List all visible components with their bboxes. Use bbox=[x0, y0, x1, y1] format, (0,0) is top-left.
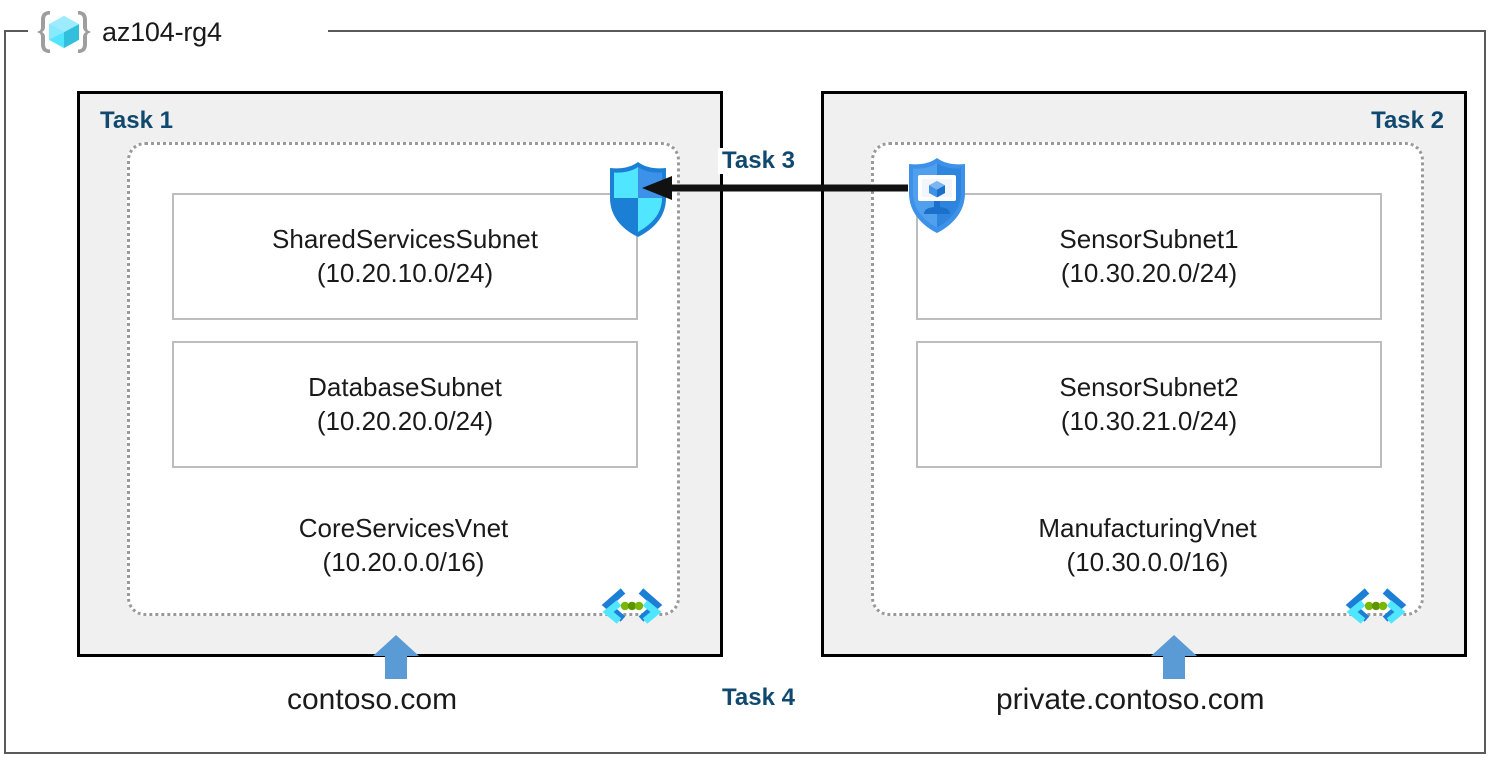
resource-group-name: az104-rg4 bbox=[102, 16, 222, 47]
dns-link-arrow-icon-left bbox=[372, 635, 420, 679]
task-badge-4: Task 4 bbox=[722, 684, 795, 711]
subnet-cidr: (10.30.21.0/24) bbox=[1060, 405, 1238, 436]
panel-task2[interactable]: Task 2 SensorSubnet1 (10.30.20.0/24) Sen… bbox=[821, 91, 1467, 657]
subnet-name: SensorSubnet1 bbox=[1059, 223, 1239, 254]
panel-task1[interactable]: Task 1 SharedServicesSubnet (10.20.10.0/… bbox=[77, 91, 723, 657]
private-dns-zone-icon bbox=[601, 581, 663, 629]
resource-group-frame bbox=[4, 30, 1486, 754]
vnet-name: CoreServicesVnet bbox=[298, 513, 509, 543]
subnet-database[interactable]: DatabaseSubnet (10.20.20.0/24) bbox=[172, 341, 638, 468]
task-badge-2: Task 2 bbox=[1371, 107, 1444, 134]
dns-zone-name-contoso: contoso.com bbox=[287, 683, 458, 716]
resource-group-cube-icon bbox=[36, 8, 92, 56]
resource-group-header: az104-rg4 bbox=[36, 6, 222, 58]
task-badge-3: Task 3 bbox=[718, 147, 799, 175]
subnet-cidr: (10.20.20.0/24) bbox=[316, 405, 494, 436]
vnet-name: ManufacturingVnet bbox=[1038, 513, 1257, 543]
subnet-cidr: (10.30.20.0/24) bbox=[1060, 257, 1238, 288]
subnet-cidr: (10.20.10.0/24) bbox=[316, 257, 494, 288]
bastion-shield-icon[interactable] bbox=[902, 156, 972, 236]
subnet-sensor1[interactable]: SensorSubnet1 (10.30.20.0/24) bbox=[916, 193, 1382, 320]
peering-arrow-icon bbox=[640, 172, 910, 204]
subnet-sharedservices[interactable]: SharedServicesSubnet (10.20.10.0/24) bbox=[172, 193, 638, 320]
subnet-name: SensorSubnet2 bbox=[1059, 371, 1239, 402]
subnet-name: DatabaseSubnet bbox=[308, 371, 502, 402]
subnet-sensor2[interactable]: SensorSubnet2 (10.30.21.0/24) bbox=[916, 341, 1382, 468]
vnet-manufacturing[interactable]: SensorSubnet1 (10.30.20.0/24) SensorSubn… bbox=[871, 142, 1424, 624]
dns-link-arrow-icon-right bbox=[1150, 635, 1198, 679]
dns-zone-name-private-contoso: private.contoso.com bbox=[996, 683, 1265, 716]
subnet-name: SharedServicesSubnet bbox=[272, 223, 538, 254]
vnet-caption: CoreServicesVnet (10.20.0.0/16) bbox=[130, 513, 677, 578]
vnet-cidr: (10.30.0.0/16) bbox=[1066, 546, 1229, 577]
task-badge-1: Task 1 bbox=[100, 107, 173, 134]
private-dns-zone-icon bbox=[1345, 581, 1407, 629]
vnet-cidr: (10.20.0.0/16) bbox=[322, 546, 485, 577]
vnet-coreservices[interactable]: SharedServicesSubnet (10.20.10.0/24) Dat… bbox=[127, 142, 680, 624]
vnet-caption: ManufacturingVnet (10.30.0.0/16) bbox=[874, 513, 1421, 578]
